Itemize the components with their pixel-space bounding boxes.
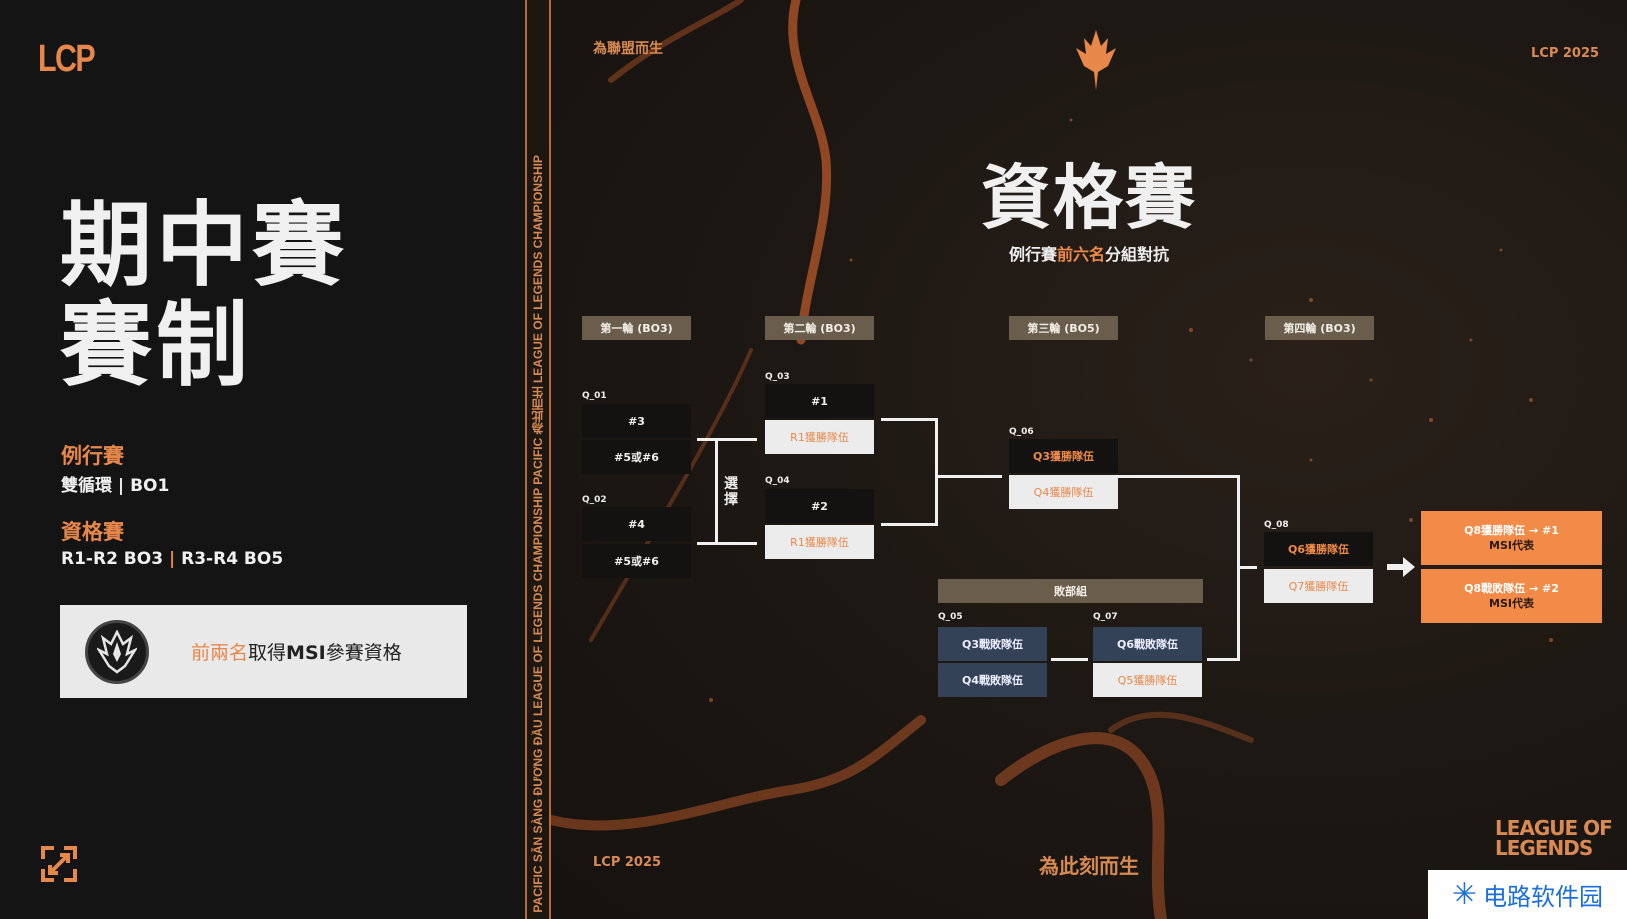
lcp-crest-icon <box>1074 30 1118 94</box>
match-slot: #1 <box>765 384 874 418</box>
match-slot: #5或#6 <box>582 544 691 578</box>
match-slot: #4 <box>582 507 691 541</box>
match-slot: Q3戰敗隊伍 <box>938 627 1047 661</box>
match-slot: Q7獲勝隊伍 <box>1264 569 1373 603</box>
separator: | <box>117 476 125 496</box>
match-slot: Q4戰敗隊伍 <box>938 663 1047 697</box>
arrow-right-icon <box>1387 555 1415 583</box>
connector-line <box>1237 566 1257 569</box>
connector-line <box>697 542 757 545</box>
result-line1: Q8戰敗隊伍 → #2 <box>1464 582 1559 595</box>
match-id: Q_07 <box>1093 612 1118 622</box>
watermark-snowflake-icon: ✳ <box>1451 877 1478 912</box>
match-slot: R1獲勝隊伍 <box>765 420 874 454</box>
connector-line <box>935 418 938 526</box>
highlight: 前兩名 <box>191 642 249 664</box>
match-id: Q_03 <box>765 372 790 382</box>
page-title-line1: 期中賽 <box>60 192 349 299</box>
connector-line <box>935 475 1002 478</box>
loser-bracket-header: 敗部組 <box>938 579 1203 603</box>
lcp-logo: LCP <box>38 38 96 80</box>
match-slot: Q6獲勝隊伍 <box>1264 532 1373 566</box>
match-id: Q_05 <box>938 612 963 622</box>
subtitle-highlight: 前六名 <box>1056 245 1105 264</box>
watermark: ✳ 电路软件园 <box>1428 870 1627 919</box>
qualifier-format: R1-R2 BO3 | R3-R4 BO5 <box>61 549 283 569</box>
page-title-line2: 賽制 <box>60 292 253 399</box>
match-slot: Q4獲勝隊伍 <box>1009 475 1118 509</box>
subtitle-a: 例行賽 <box>1008 245 1057 264</box>
result-line2: MSI代表 <box>1489 539 1534 552</box>
round-2-header: 第二輪 (BO3) <box>765 316 874 340</box>
match-id: Q_01 <box>582 391 607 401</box>
top-left-slogan: 為聯盟而生 <box>593 41 663 57</box>
connector-line <box>1051 658 1088 661</box>
vertical-brand-strip: PACIFIC SẴN SÀNG ĐƯƠNG ĐẦU LEAGUE OF LEG… <box>525 0 551 919</box>
text-a: 取得 <box>248 642 287 664</box>
match-id: Q_06 <box>1009 427 1034 437</box>
connector-line <box>1118 475 1240 478</box>
strip-text: PACIFIC SẴN SÀNG ĐƯƠNG ĐẦU LEAGUE OF LEG… <box>531 155 545 913</box>
text-c: 參賽資格 <box>325 642 402 664</box>
round-1-header: 第一輪 (BO3) <box>582 316 691 340</box>
bottom-slogan: 為此刻而生 <box>1039 854 1139 878</box>
match-slot: R1獲勝隊伍 <box>765 525 874 559</box>
league-of-legends-logo: LEAGUE OF LEGENDS <box>1495 816 1613 860</box>
separator: | <box>168 549 176 569</box>
qualifier-heading: 資格賽 <box>61 520 124 544</box>
connector-line <box>881 523 938 526</box>
subtitle: 例行賽前六名分組對抗 <box>551 241 1627 265</box>
match-slot: Q5獲勝隊伍 <box>1093 663 1202 697</box>
left-panel: LCP 期中賽 賽制 例行賽 雙循環 | BO1 資格賽 R1-R2 BO3 |… <box>0 0 525 919</box>
main-title: 資格賽 <box>981 157 1197 239</box>
format-b: BO1 <box>130 476 170 496</box>
match-slot: #5或#6 <box>582 440 691 474</box>
format-a: 雙循環 <box>61 476 112 496</box>
connector-line <box>697 438 757 441</box>
format-b: R3-R4 BO5 <box>181 549 284 569</box>
match-slot: #3 <box>582 404 691 438</box>
watermark-text: 电路软件园 <box>1483 883 1604 911</box>
match-slot: Q6戰敗隊伍 <box>1093 627 1202 661</box>
match-slot: #2 <box>765 489 874 523</box>
msi-qualification-box: 前兩名取得MSI參賽資格 <box>60 605 467 698</box>
match-id: Q_08 <box>1264 520 1289 530</box>
msi-text-bold: MSI <box>286 642 326 664</box>
choose-label: 選擇 <box>724 476 738 508</box>
result-line1: Q8獲勝隊伍 → #1 <box>1464 524 1559 537</box>
regular-season-heading: 例行賽 <box>61 444 124 468</box>
round-4-header: 第四輪 (BO3) <box>1265 316 1374 340</box>
connector-line <box>881 418 938 421</box>
connector-line <box>715 438 718 545</box>
result-line2: MSI代表 <box>1489 597 1534 610</box>
match-id: Q_04 <box>765 476 790 486</box>
connector-line <box>1207 658 1240 661</box>
background-texture <box>551 0 1553 919</box>
bottom-left-year: LCP 2025 <box>593 855 662 870</box>
match-id: Q_02 <box>582 495 607 505</box>
top-right-year: LCP 2025 <box>1531 46 1600 61</box>
expand-icon[interactable] <box>40 845 78 883</box>
result-box-1: Q8獲勝隊伍 → #1 MSI代表 <box>1421 511 1602 565</box>
match-slot: Q3獲勝隊伍 <box>1009 439 1118 473</box>
round-3-header: 第三輪 (BO5) <box>1009 316 1118 340</box>
subtitle-b: 分組對抗 <box>1105 245 1170 264</box>
msi-emblem-icon <box>85 619 149 684</box>
result-box-2: Q8戰敗隊伍 → #2 MSI代表 <box>1421 569 1602 623</box>
msi-qualification-text: 前兩名取得MSI參賽資格 <box>191 638 402 665</box>
format-a: R1-R2 BO3 <box>61 549 164 569</box>
bracket-panel: 為聯盟而生 LCP 2025 資格賽 例行賽前六名分組對抗 第一輪 (BO3) … <box>551 0 1627 919</box>
regular-season-format: 雙循環 | BO1 <box>61 471 169 496</box>
